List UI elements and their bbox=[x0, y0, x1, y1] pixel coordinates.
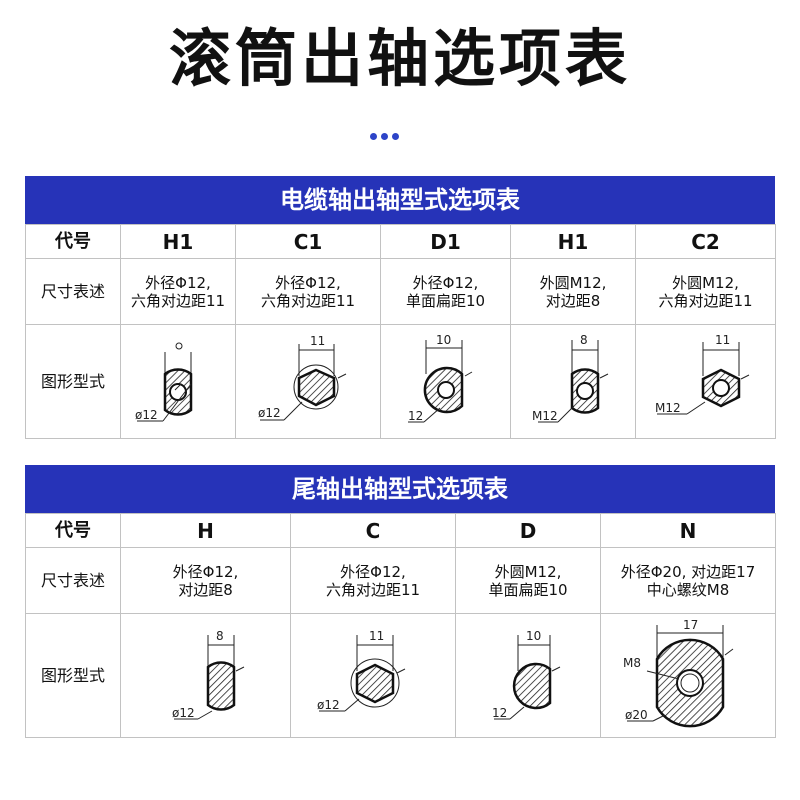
figure-cell: 17 M8 ø20 bbox=[600, 613, 776, 738]
size-cell: 外圆M12,六角对边距11 bbox=[635, 258, 776, 325]
dim-top: 11 bbox=[715, 333, 730, 347]
large-threaded-shaft-drawing: 17 M8 ø20 bbox=[623, 618, 734, 727]
size-line-2: 六角对边距11 bbox=[130, 291, 226, 310]
row-label-size: 尺寸表述 bbox=[25, 547, 121, 614]
table1-heading: 电缆轴出轴型式选项表 bbox=[25, 176, 775, 224]
code-cell: H1 bbox=[510, 224, 636, 259]
dim-diameter: ø12 bbox=[135, 408, 158, 422]
size-line-2: 六角对边距11 bbox=[325, 580, 421, 599]
dim-top: 10 bbox=[436, 333, 451, 347]
dim-diameter: 12 bbox=[408, 409, 423, 423]
size-line-2: 对边距8 bbox=[545, 291, 601, 310]
page-title: 滚筒出轴选项表 bbox=[168, 22, 631, 95]
dim-thread: M12 bbox=[532, 409, 558, 423]
dim-top: 17 bbox=[683, 618, 698, 632]
figure-cell: 8 ø12 bbox=[120, 613, 291, 738]
size-cell: 外径Φ12,六角对边距11 bbox=[235, 258, 381, 325]
dim-diameter: ø12 bbox=[317, 698, 340, 712]
size-line-2: 六角对边距11 bbox=[260, 291, 356, 310]
threaded-double-flat-drawing: 8 M12 bbox=[532, 333, 609, 423]
size-line-1: 外径Φ12, bbox=[275, 273, 341, 292]
size-line-2: 单面扁距10 bbox=[488, 580, 568, 599]
decorative-dots bbox=[370, 133, 399, 140]
size-cell: 外径Φ12,单面扁距10 bbox=[380, 258, 511, 325]
code-cell: C2 bbox=[635, 224, 776, 259]
figure-cell: 10 12 bbox=[455, 613, 601, 738]
hex-shaft-drawing: 11 ø12 bbox=[258, 334, 347, 420]
row-label-code: 代号 bbox=[25, 513, 121, 548]
table2-heading: 尾轴出轴型式选项表 bbox=[25, 465, 775, 513]
row-label-code: 代号 bbox=[25, 224, 121, 259]
double-flat-shaft-drawing: 8 ø12 bbox=[172, 629, 244, 720]
dim-diameter: ø20 bbox=[625, 708, 648, 722]
dim-diameter: 12 bbox=[492, 706, 507, 720]
dim-top: 11 bbox=[369, 629, 384, 643]
figure-cell: 11 M12 bbox=[635, 324, 776, 439]
double-flat-shaft-drawing: ø12 bbox=[135, 342, 193, 422]
single-flat-shaft-drawing: 10 12 bbox=[492, 629, 561, 720]
dim-top: 11 bbox=[310, 334, 325, 348]
row-label-figure: 图形型式 bbox=[25, 324, 121, 439]
dim-thread: M12 bbox=[655, 401, 681, 415]
dim-diameter: ø12 bbox=[172, 706, 195, 720]
size-line-1: 外径Φ20, 对边距17 bbox=[620, 562, 756, 581]
size-line-1: 外圆M12, bbox=[672, 273, 739, 292]
size-cell: 外径Φ12,六角对边距11 bbox=[290, 547, 456, 614]
size-line-1: 外径Φ12, bbox=[145, 273, 211, 292]
row-label-figure: 图形型式 bbox=[25, 613, 121, 738]
code-cell: C bbox=[290, 513, 456, 548]
hex-shaft-drawing: 11 ø12 bbox=[317, 629, 406, 712]
dot-icon bbox=[392, 133, 399, 140]
dim-top: 8 bbox=[580, 333, 588, 347]
row-label-size: 尺寸表述 bbox=[25, 258, 121, 325]
size-line-2: 对边距8 bbox=[178, 580, 233, 599]
size-line-1: 外径Φ12, bbox=[412, 273, 479, 292]
figure-cell: 11 ø12 bbox=[290, 613, 456, 738]
code-cell: D bbox=[455, 513, 601, 548]
size-line-1: 外圆M12, bbox=[539, 273, 607, 292]
code-cell: H1 bbox=[120, 224, 236, 259]
code-cell: D1 bbox=[380, 224, 511, 259]
tail-shaft-table: 代号 H C D N 尺寸表述 外径Φ12,对边距8 外径Φ12,六角对边距11… bbox=[25, 513, 776, 738]
single-flat-shaft-drawing: 10 12 bbox=[407, 333, 472, 423]
code-cell: C1 bbox=[235, 224, 381, 259]
dim-top: 8 bbox=[216, 629, 224, 643]
size-line-1: 外径Φ12, bbox=[172, 562, 239, 581]
dim-diameter: ø12 bbox=[258, 406, 281, 420]
size-line-2: 中心螺纹M8 bbox=[646, 580, 730, 599]
size-cell: 外圆M12,单面扁距10 bbox=[455, 547, 601, 614]
dim-hole: M8 bbox=[623, 656, 641, 670]
size-line-1: 外径Φ12, bbox=[340, 562, 406, 581]
dot-icon bbox=[370, 133, 377, 140]
dim-top: 10 bbox=[526, 629, 541, 643]
size-line-2: 单面扁距10 bbox=[405, 291, 486, 310]
figure-cell: 11 ø12 bbox=[235, 324, 381, 439]
figure-cell: ø12 bbox=[120, 324, 236, 439]
size-cell: 外径Φ12,对边距8 bbox=[120, 547, 291, 614]
size-cell: 外圆M12,对边距8 bbox=[510, 258, 636, 325]
figure-cell: 8 M12 bbox=[510, 324, 636, 439]
threaded-hex-drawing: 11 M12 bbox=[655, 333, 749, 415]
size-line-2: 六角对边距11 bbox=[658, 291, 753, 310]
code-cell: N bbox=[600, 513, 776, 548]
code-cell: H bbox=[120, 513, 291, 548]
size-cell: 外径Φ12,六角对边距11 bbox=[120, 258, 236, 325]
cable-shaft-table: 代号 H1 C1 D1 H1 C2 尺寸表述 外径Φ12,六角对边距11 外径Φ… bbox=[25, 224, 776, 439]
size-line-1: 外圆M12, bbox=[494, 562, 562, 581]
dot-icon bbox=[381, 133, 388, 140]
figure-cell: 10 12 bbox=[380, 324, 511, 439]
